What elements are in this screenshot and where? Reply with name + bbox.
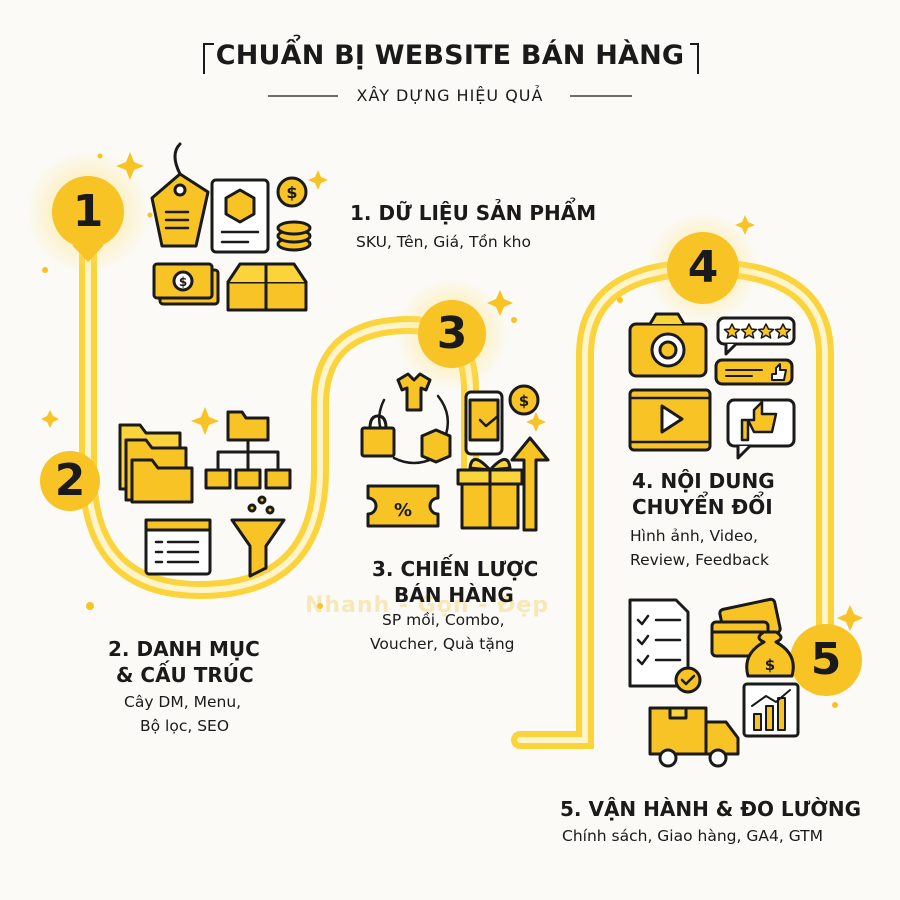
sparkles <box>41 152 863 708</box>
mobile-shop-icon <box>464 390 504 456</box>
step-2-description-line-2: Bộ lọc, SEO <box>140 717 230 735</box>
page-title: CHUẨN BỊ WEBSITE BÁN HÀNG <box>215 40 685 71</box>
step-2-title-line-2: & CẤU TRÚC <box>116 663 254 687</box>
step-number-5: 5 <box>810 634 842 685</box>
filter-funnel-icon <box>230 495 286 578</box>
step-5-description: Chính sách, Giao hàng, GA4, GTM <box>562 827 823 845</box>
step-5-title: 5. VẬN HÀNH & ĐO LƯỜNG <box>560 797 861 821</box>
step-number-1: 1 <box>72 186 104 237</box>
sitemap-icon <box>204 410 292 490</box>
star-rating-icon <box>716 316 796 356</box>
step-3-description-line-1: SP mồi, Combo, <box>382 611 505 629</box>
step-4-description-line-1: Hình ảnh, Video, <box>630 527 758 545</box>
page-subtitle: XÂY DỰNG HIỆU QUẢ <box>356 86 544 105</box>
svg-text:%: % <box>394 500 412 521</box>
step-4-description-line-2: Review, Feedback <box>630 551 769 569</box>
product-box-card-icon <box>210 178 270 254</box>
step-4-title-line-1: 4. NỘI DUNG <box>632 469 775 493</box>
thumbs-up-icon <box>726 398 796 460</box>
growth-chart-icon <box>742 682 800 738</box>
svg-text:$: $ <box>519 392 529 410</box>
coin-stack-icon <box>276 220 312 252</box>
growth-arrow-icon <box>510 436 550 532</box>
badge-3 <box>418 300 486 368</box>
camera-icon <box>628 312 708 378</box>
step-number-2: 2 <box>54 455 86 506</box>
shopping-bag-icon <box>360 414 396 458</box>
chat-like-icon <box>714 358 794 386</box>
step-1-description: SKU, Tên, Giá, Tồn kho <box>356 233 531 251</box>
small-box-icon <box>420 428 452 464</box>
svg-text:$: $ <box>286 183 297 202</box>
badge-1 <box>52 176 124 262</box>
step-number-3: 3 <box>436 308 468 359</box>
step-2-description-line-1: Cây DM, Menu, <box>124 693 242 711</box>
open-box-icon <box>226 262 308 312</box>
step-3-description-line-2: Voucher, Quà tặng <box>370 635 515 653</box>
step-4-title-line-2: CHUYỂN ĐỔI <box>632 495 773 519</box>
badge-5 <box>790 624 862 696</box>
step-1-title: 1. DỮ LIỆU SẢN PHẨM <box>350 201 597 225</box>
watermark-text: Nhanh - Gọn - Đẹp <box>305 593 550 618</box>
price-tag-icon <box>150 142 210 248</box>
tshirt-icon <box>396 372 432 412</box>
browser-list-icon <box>144 518 212 576</box>
header-decoration <box>203 43 699 97</box>
dollar-coin-icon: $ <box>508 384 540 416</box>
video-player-icon <box>628 388 712 452</box>
step-number-4: 4 <box>687 242 719 293</box>
checklist-icon <box>628 598 702 694</box>
badge-2 <box>40 451 100 511</box>
step-3-title-line-2: BÁN HÀNG <box>394 583 514 607</box>
coin-icon: $ <box>276 176 308 208</box>
step-3-title-line-1: 3. CHIẾN LƯỢC <box>372 557 539 581</box>
folder-stack-icon <box>118 423 194 504</box>
voucher-icon: % <box>366 484 440 528</box>
cash-stack-icon: $ <box>152 262 220 306</box>
svg-text:$: $ <box>179 275 187 289</box>
svg-text:$: $ <box>765 656 775 674</box>
badge-4 <box>667 232 739 304</box>
gift-box-icon <box>456 458 524 530</box>
step-2-title-line-1: 2. DANH MỤC <box>108 637 260 661</box>
money-bag-icon: $ <box>745 630 795 678</box>
delivery-truck-icon <box>648 706 740 768</box>
